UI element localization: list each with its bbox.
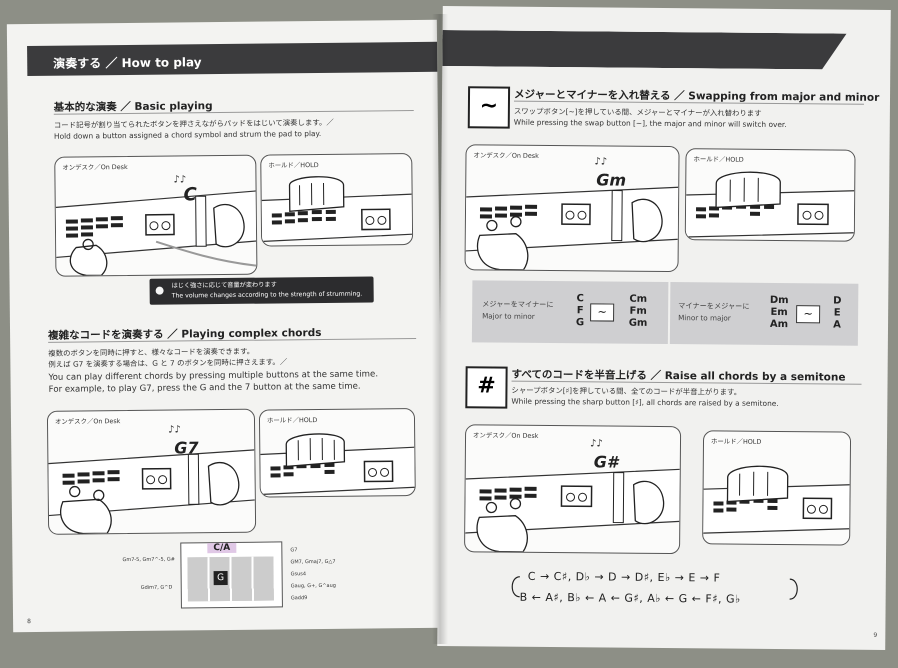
sequence-loop-arrow: [511, 576, 798, 600]
minor-to-major-box: マイナーをメジャーに Minor to major Dm Em Am ∼ D E…: [669, 282, 859, 346]
device-hold-illustration: [259, 433, 415, 496]
swap-chord-symbol: Gm: [596, 170, 627, 190]
major-to-minor-ja: メジャーをマイナーに: [482, 299, 554, 310]
minor-to-major-ja: マイナーをメジャーに: [678, 301, 750, 311]
device-illustration: [465, 186, 679, 271]
music-note-icon: ♪♪: [594, 156, 608, 168]
music-note-icon: ♪♪: [168, 424, 181, 436]
diagram-key-g: G: [213, 570, 228, 586]
swap-text-en: While pressing the swap button [∼], the …: [513, 117, 787, 130]
swap-desk-panel: オンデスク／On Desk ♪♪ Gm: [464, 144, 680, 273]
diagram-left-label-2: Gdim7, G^D: [140, 584, 173, 591]
device-hold-illustration: [703, 465, 851, 534]
complex-text-4: For example, to play G7, press the G and…: [48, 381, 361, 395]
minor-source-chords: Dm Em Am: [769, 294, 789, 331]
page-number-right: 9: [873, 631, 878, 639]
volume-callout: はじく強さに応じて音量が変わります The volume changes acc…: [149, 276, 374, 305]
minor-to-major-en: Minor to major: [678, 313, 731, 323]
major-to-minor-en: Major to minor: [482, 311, 535, 321]
swap-icon: ∼: [467, 86, 511, 129]
chord-combination-diagram: C/A G: [180, 541, 283, 609]
lightbulb-icon: [155, 286, 164, 295]
major-to-minor-box: メジャーをマイナーに Major to minor C F G ∼ Cm Fm …: [471, 280, 669, 345]
sharp-text-en: While pressing the sharp button [♯], all…: [511, 396, 779, 409]
diagram-right-label-5: Gadd9: [290, 595, 308, 602]
major-target-chords: D E A: [833, 295, 842, 331]
page-number-left: 8: [27, 618, 31, 626]
complex-chord-symbol: G7: [174, 438, 199, 458]
complex-desk-panel: オンデスク／On Desk ♪♪ G7: [46, 408, 257, 535]
basic-chord-symbol: C: [183, 184, 197, 206]
device-illustration: [465, 468, 681, 553]
diagram-display: C/A: [207, 542, 237, 554]
diagram-right-label-2: GM7, Gmaj7, G△7: [290, 558, 336, 566]
sharp-chord-symbol: G#: [593, 452, 619, 472]
left-page: 演奏する ／ How to play 基本的な演奏 ／ Basic playin…: [6, 19, 444, 633]
right-banner: [442, 30, 846, 70]
callout-text-en: The volume changes according to the stre…: [171, 290, 363, 300]
major-chords: C F G: [575, 293, 585, 329]
device-illustration: [47, 449, 256, 534]
diagram-right-label-3: Gsus4: [290, 571, 307, 578]
basic-desk-panel: オンデスク／On Desk ♪♪ C: [54, 154, 258, 277]
diagram-left-label-1: Gm7-5, Gm7^-5, G#: [122, 556, 175, 564]
device-hold-illustration: [685, 171, 855, 238]
minor-chords: Cm Fm Gm: [628, 293, 648, 329]
basic-hold-panel: ホールド／HOLD: [260, 153, 414, 247]
sharp-icon: #: [465, 366, 508, 409]
device-hold-illustration: [261, 176, 413, 243]
swap-mini-icon: ∼: [796, 305, 821, 324]
sharp-sequence-top: C → C♯, D♭ → D → D♯, E♭ → E → F: [527, 569, 721, 585]
left-banner-title: 演奏する ／ How to play: [53, 55, 202, 71]
sharp-sequence-bottom: B ← A♯, B♭ ← A ← G♯, A♭ ← G ← F♯, G♭: [519, 590, 741, 606]
diagram-grid: [187, 556, 274, 602]
sharp-desk-panel: オンデスク／On Desk ♪♪ G#: [464, 424, 682, 555]
basic-text-en: Hold down a button assigned a chord symb…: [53, 128, 322, 141]
diagram-right-label-4: Gaug, G+, G^aug: [290, 582, 336, 590]
right-page: ∼ メジャーとマイナーを入れ替える ／ Swapping from major …: [437, 6, 891, 650]
complex-text-2: 例えば G7 を演奏する場合は、G と 7 のボタンを同時に押さえます。／: [48, 357, 288, 369]
swap-mini-icon: ∼: [590, 303, 615, 322]
music-note-icon: ♪♪: [589, 438, 603, 450]
complex-hold-panel: ホールド／HOLD: [258, 408, 416, 498]
sharp-hold-panel: ホールド／HOLD: [702, 430, 852, 546]
swap-hold-panel: ホールド／HOLD: [684, 148, 856, 242]
diagram-right-label-1: G7: [290, 547, 298, 554]
device-illustration: [55, 189, 257, 276]
book-fold-shadow: [432, 14, 448, 644]
